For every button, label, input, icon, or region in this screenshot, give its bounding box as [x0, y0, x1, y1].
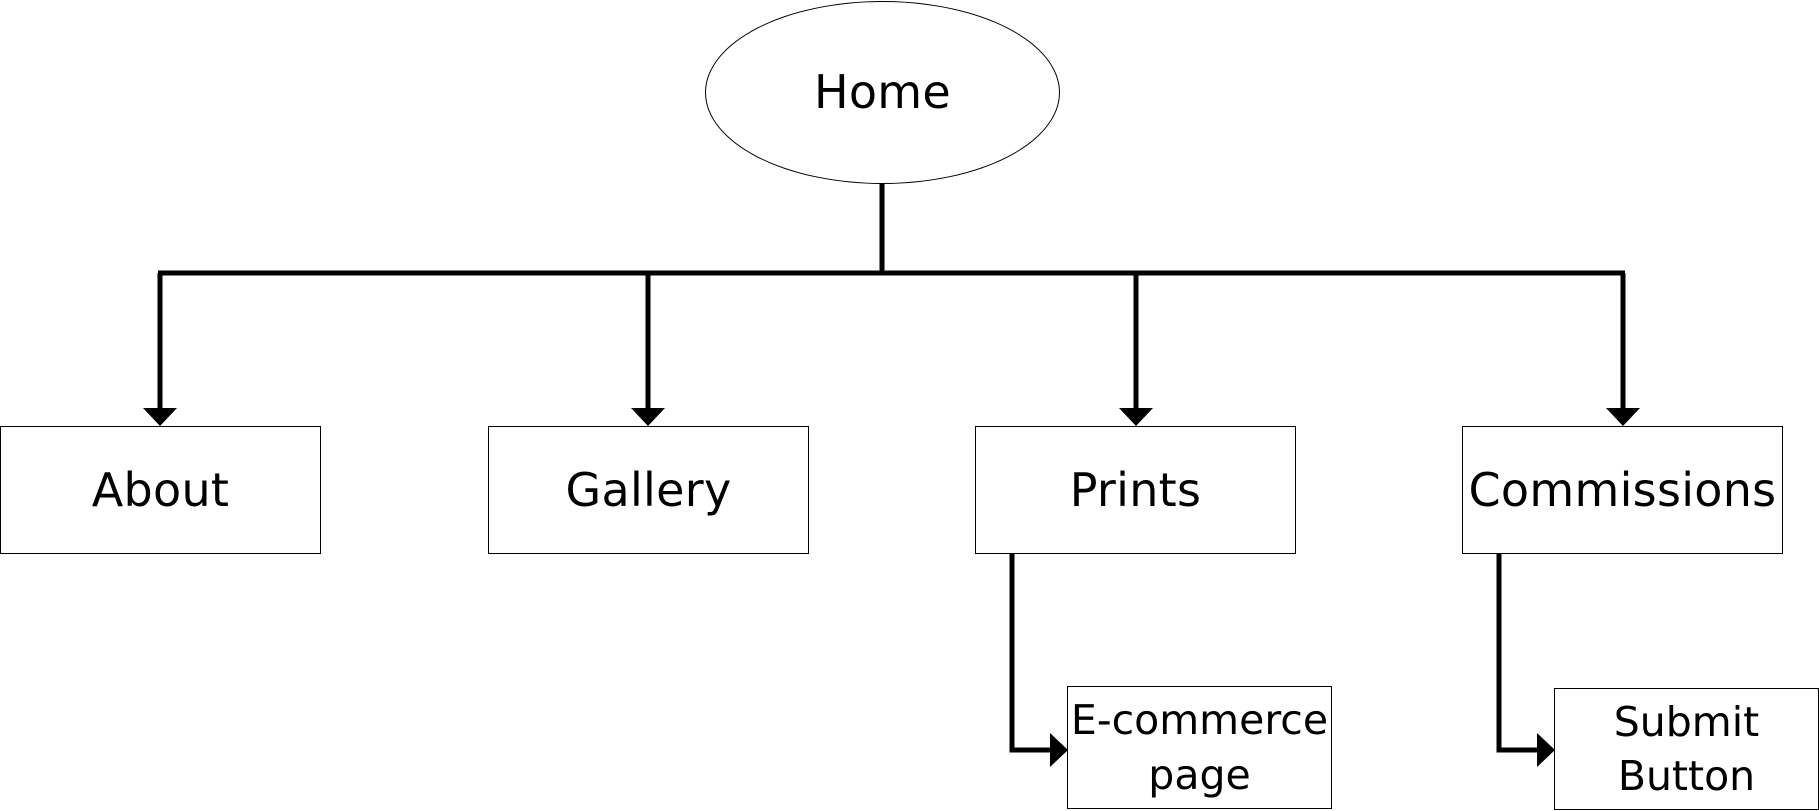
arrowhead-submit: [1537, 733, 1555, 767]
submit-button-label: Submit Button: [1614, 695, 1759, 803]
commissions-label: Commissions: [1468, 462, 1777, 517]
ecommerce-label-line1: E-commerce: [1070, 696, 1329, 745]
submit-label-line2: Button: [1617, 752, 1756, 800]
connector-ecommerce: [1009, 554, 1052, 753]
submit-label-line1: Submit: [1613, 697, 1760, 746]
about-node: About: [0, 426, 321, 554]
arrowhead-gallery: [631, 408, 665, 426]
connector-submit: [1496, 554, 1539, 753]
prints-label: Prints: [1069, 462, 1202, 517]
gallery-label: Gallery: [565, 462, 732, 517]
arrowhead-prints: [1119, 408, 1153, 426]
ecommerce-label-line2: page: [1148, 750, 1251, 799]
ecommerce-page-label: E-commerce page: [1071, 693, 1328, 801]
prints-node: Prints: [975, 426, 1296, 554]
home-label: Home: [813, 65, 952, 120]
gallery-node: Gallery: [488, 426, 809, 554]
home-node: Home: [705, 1, 1060, 184]
commissions-node: Commissions: [1462, 426, 1783, 554]
submit-button-node: Submit Button: [1554, 688, 1819, 810]
arrowhead-ecommerce: [1050, 733, 1068, 767]
arrowhead-commissions: [1606, 408, 1640, 426]
about-label: About: [91, 462, 230, 517]
ecommerce-page-node: E-commerce page: [1067, 686, 1332, 809]
arrowhead-about: [143, 408, 177, 426]
